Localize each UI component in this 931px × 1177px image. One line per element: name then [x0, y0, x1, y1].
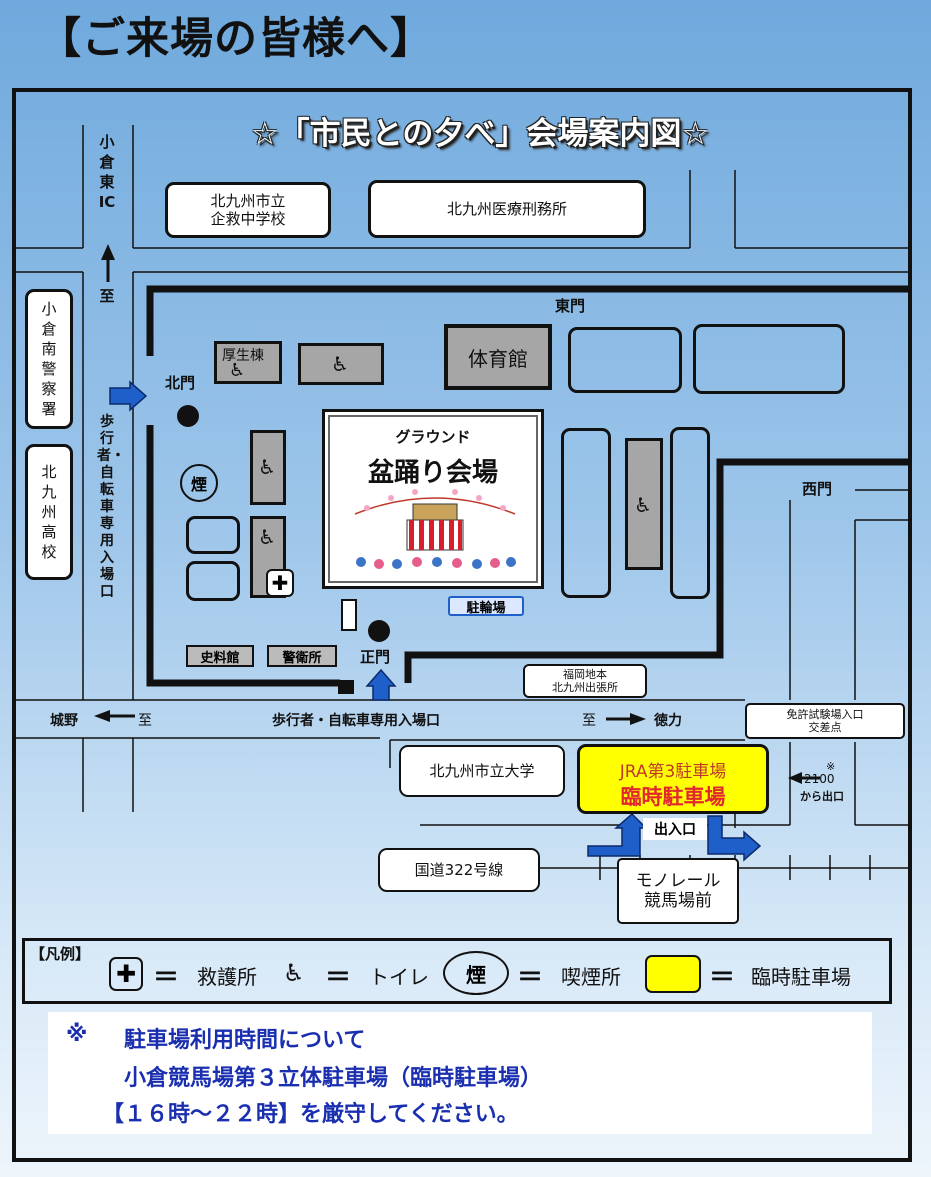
gate-post	[341, 599, 357, 631]
building-west-2	[186, 561, 240, 601]
toilet-icon: ♿	[283, 959, 305, 987]
exit-note-text: から出口	[800, 790, 844, 803]
legend-eq: ＝	[325, 963, 352, 993]
parking-notice: ※ 駐車場利用時間について 小倉競馬場第３立体駐車場（臨時駐車場） 【１６時～２…	[48, 1012, 872, 1134]
legend-first-aid-label: 救護所	[197, 965, 257, 989]
festival-illustration	[354, 489, 516, 569]
smoking-area-icon: 煙	[180, 464, 218, 502]
to-right-label: 至	[582, 713, 596, 729]
first-aid-icon: ✚	[109, 957, 143, 991]
map-frame	[12, 88, 912, 1162]
toilet-building-west-1: ♿	[250, 430, 286, 505]
page-header: 【ご来場の皆様へ】	[38, 14, 434, 64]
building-mid-2	[670, 427, 710, 599]
map-title: ☆「市民との夕べ」会場案内図☆	[250, 116, 710, 152]
east-gate-label: 東門	[555, 297, 586, 315]
legend: 【凡例】 ✚ ＝ 救護所 ♿ ＝ トイレ 煙 ＝ 喫煙所 ＝ 臨時駐車場	[22, 938, 892, 1004]
parking-label: 臨時駐車場	[620, 785, 726, 809]
kokura-ic-label: 小倉東IC	[98, 133, 116, 211]
gym-building: 体育館	[444, 324, 552, 390]
route-322: 国道322号線	[378, 848, 540, 892]
toilet-icon: ♿	[331, 352, 349, 376]
parking-name: JRA第3駐車場	[619, 762, 727, 782]
north-gate-label: 北門	[165, 374, 196, 392]
toilet-building-east: ♿	[625, 438, 663, 570]
pedestrian-left-label: 歩行者・自転車専用入場口	[97, 414, 125, 600]
exit-note-mark: ※	[826, 760, 836, 773]
welfare-building: 厚生棟 ♿	[214, 341, 282, 384]
toilet-icon: ♿	[258, 455, 276, 479]
parking-gate-label: 出入口	[643, 818, 707, 840]
venue-title: 盆踊り会場	[367, 458, 498, 488]
parking-swatch	[645, 955, 701, 993]
notice-line-1: 駐車場利用時間について	[124, 1028, 366, 1053]
guard-building: 警衛所	[267, 645, 337, 667]
toilet-icon: ♿	[634, 493, 652, 517]
smoking-area-icon: 煙	[443, 951, 509, 995]
archive-building: 史料館	[186, 645, 254, 667]
main-gate-marker	[368, 620, 390, 642]
fukuoka-office: 福岡地本 北九州出張所	[523, 664, 647, 698]
west-gate-label: 西門	[802, 480, 833, 498]
legend-parking-label: 臨時駐車場	[751, 965, 851, 989]
legend-title: 【凡例】	[30, 945, 91, 963]
high-school-label: 北九州高校	[41, 463, 57, 561]
temporary-parking: JRA第3駐車場 臨時駐車場	[577, 744, 769, 814]
toilet-icon: ♿	[229, 360, 246, 381]
high-school-building: 北九州高校	[25, 444, 73, 580]
police-label: 小倉南警察署	[41, 300, 57, 418]
ground-label: グラウンド	[395, 428, 471, 446]
notice-mark: ※	[66, 1022, 88, 1047]
legend-smoking-label: 喫煙所	[561, 965, 621, 989]
toilet-icon: ♿	[258, 525, 276, 549]
building-mid-1	[561, 428, 611, 598]
bicycle-parking: 駐輪場	[448, 596, 524, 616]
building-east-2	[693, 324, 845, 394]
first-aid-icon: ✚	[266, 569, 294, 597]
tokuriki-label: 徳力	[654, 713, 682, 729]
legend-eq: ＝	[709, 963, 736, 993]
legend-eq: ＝	[153, 963, 180, 993]
building-east-1	[568, 327, 682, 393]
notice-line-2: 小倉競馬場第３立体駐車場（臨時駐車場）	[124, 1066, 543, 1091]
joya-label: 城野	[50, 713, 78, 729]
toilet-building-north: ♿	[298, 343, 384, 385]
main-gate-label: 正門	[360, 648, 391, 666]
exit-note-number: 2100	[804, 772, 835, 786]
notice-line-3: 【１６時～２２時】を厳守してください。	[102, 1102, 519, 1127]
university-building: 北九州市立大学	[399, 745, 565, 797]
main-pedestrian-entrance-label: 歩行者・自転車専用入場口	[272, 713, 440, 729]
legend-eq: ＝	[517, 963, 544, 993]
legend-toilet-label: トイレ	[369, 965, 429, 989]
to-up-label: 至	[99, 287, 115, 305]
north-gate-marker	[177, 405, 199, 427]
to-left-label: 至	[138, 713, 152, 729]
school-building: 北九州市立 企救中学校	[165, 182, 331, 238]
license-center-junction: 免許試験場入口 交差点	[745, 703, 905, 739]
welfare-label: 厚生棟	[222, 348, 264, 364]
bon-odori-venue: グラウンド 盆踊り会場	[322, 409, 544, 589]
police-building: 小倉南警察署	[25, 289, 73, 429]
monorail-station: モノレール 競馬場前	[617, 858, 739, 924]
prison-building: 北九州医療刑務所	[368, 180, 646, 238]
building-west-1	[186, 516, 240, 554]
